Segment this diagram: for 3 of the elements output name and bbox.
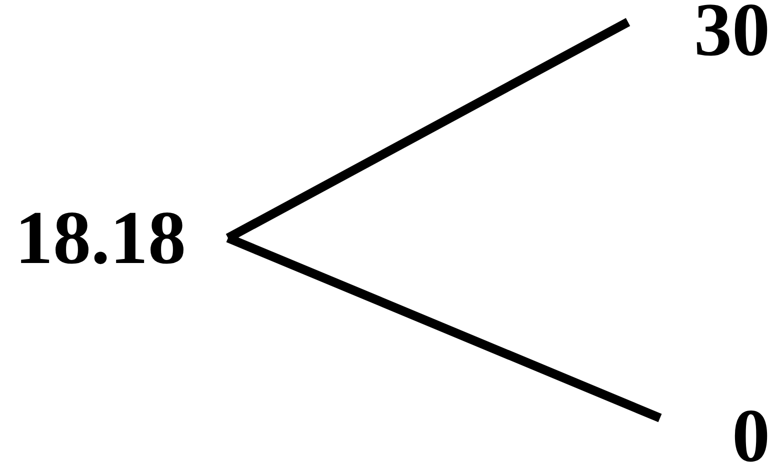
value-label: 0 (732, 398, 770, 467)
value-label: 30 (694, 0, 770, 68)
value-label: 18.18 (15, 200, 186, 276)
